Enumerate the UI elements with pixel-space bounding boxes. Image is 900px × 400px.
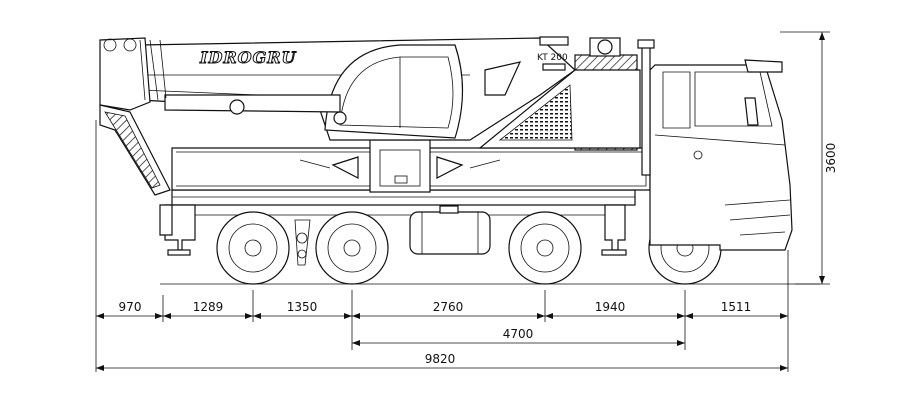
fuel-tank [409,205,491,255]
crane-boom: IDROGRU KT 200 [99,36,641,196]
height-dimension-label: 3600 [824,143,838,174]
wheelbase-label: 4700 [503,327,534,341]
wheelbase-dimension: 4700 [352,327,685,346]
wheel-1 [216,211,290,285]
wheel-2 [315,211,389,285]
dim-label-2: 1289 [193,300,224,314]
overall-length-dimension: 9820 [96,352,788,371]
dim-label-4: 2760 [433,300,464,314]
dim-label-6: 1511 [721,300,752,314]
truck-chassis [171,139,651,216]
model-label: KT 200 [537,53,568,63]
dim-label-3: 1350 [287,300,318,314]
overall-length-label: 9820 [425,352,456,366]
outriggers [159,204,627,256]
truck-cab [637,39,793,251]
brand-logo: IDROGRU [199,48,297,67]
dim-label-5: 1940 [595,300,626,314]
dim-label-1: 970 [119,300,142,314]
segment-dimensions: 970 1289 1350 2760 1940 1511 [95,120,789,372]
height-dimension: 3600 [780,31,838,285]
wheel-3 [508,211,582,285]
